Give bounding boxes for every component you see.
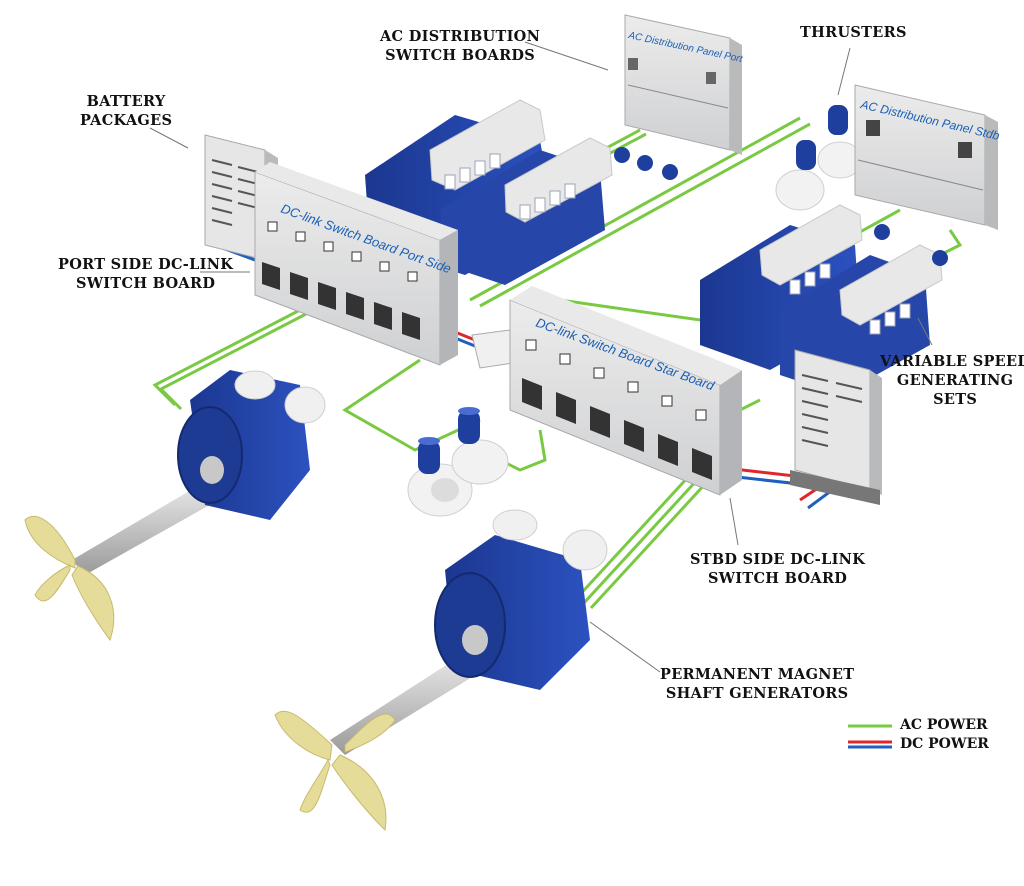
legend-swatches [848,724,892,749]
port-propulsion [24,370,326,642]
callout-battery-line1: BATTERY [86,93,166,110]
callout-thrusters: THRUSTERS [800,24,907,43]
callout-battery-line2: PACKAGES [80,111,173,129]
callout-shaft-generators-line1: PERMANENT MAGNET [660,666,855,683]
legend-dc-label: DC POWER [900,736,989,752]
callout-ac-distribution: AC DISTRIBUTION SWITCH BOARDS [380,28,540,66]
ac-panel-port-displays [628,58,716,84]
callout-stbd-dclink-line2: SWITCH BOARD [707,569,848,587]
callout-variable-speed: VARIABLE SPEED GENERATING SETS [880,353,1024,410]
ac-panel-port: AC Distribution Panel Port [624,14,744,155]
callout-port-dclink: PORT SIDE DC-LINK SWITCH BOARD [58,256,233,294]
aft-thrusters [775,105,863,211]
leader-shaft-generators [589,621,661,673]
ac-cable-thrusters-b [479,122,811,308]
dc-panel-stbd-meters [525,339,707,421]
leader-thrusters [837,47,851,96]
ac-cable-stbd-propulsion-a [573,473,692,602]
leader-variable-speed [917,317,933,346]
callout-port-dclink-line1: PORT SIDE DC-LINK [58,256,234,273]
ac-cable-bow-thruster [342,358,481,452]
callout-variable-speed-line2: GENERATING [896,371,1014,389]
ac-cable-stbd-propulsion-b [581,477,700,606]
ac-panel-stdb-displays [866,120,972,158]
leader-battery [149,127,189,149]
callout-ac-distribution-line1: AC DISTRIBUTION [380,28,541,45]
ac-cable-port-propulsion-b [158,312,307,411]
stbd-propeller [274,710,396,832]
ac-cable-stbd-propulsion-c [589,481,708,610]
port-propeller [24,515,115,642]
callout-stbd-dclink-line1: STBD SIDE DC-LINK [690,551,866,568]
callout-variable-speed-line1: VARIABLE SPEED [880,353,1024,370]
callout-battery: BATTERY PACKAGES [80,93,172,131]
dc-panel-stbd-vents [522,378,712,480]
ac-panel-stdb: AC Distribution Panel Stdb [854,84,1001,230]
callout-shaft-generators: PERMANENT MAGNET SHAFT GENERATORS [660,666,854,704]
battery-package-stbd [790,349,882,505]
dc-panel-port-vents [262,262,420,340]
callout-thrusters-line1: THRUSTERS [800,24,907,41]
dc-panel-port-meters [267,221,418,282]
port-shaft-generator [177,370,326,520]
callout-stbd-dclink: STBD SIDE DC-LINK SWITCH BOARD [690,551,865,589]
callout-leaders [149,41,933,673]
leader-stbd-dclink [729,497,739,546]
callout-shaft-generators-line2: SHAFT GENERATORS [665,684,849,702]
stbd-shaft-generator [434,509,608,690]
bow-thruster [407,407,509,517]
dc-panel-stbd: DC-link Switch Board Star Board [509,286,742,496]
callout-ac-distribution-line2: SWITCH BOARDS [385,46,536,64]
callout-variable-speed-line3: SETS [933,390,978,408]
legend-ac-label: AC POWER [900,717,988,733]
dc-panel-port: DC-link Switch Board Port Side [254,162,458,366]
stbd-propulsion [274,509,608,832]
callout-port-dclink-line2: SWITCH BOARD [75,274,216,292]
leader-ac-distribution [524,41,609,71]
